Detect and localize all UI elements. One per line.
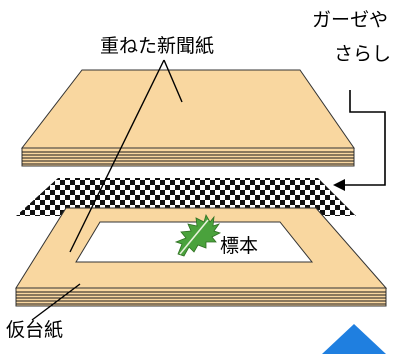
- leader-newspaper-to-bottom: [69, 59, 165, 253]
- top-stack-face: [20, 69, 355, 149]
- leader-temporary-paper: [31, 283, 81, 321]
- leader-newspaper-to-top: [163, 59, 183, 103]
- top-stack-edge-lines: [22, 151, 354, 165]
- bottom-stack-edge-lines: [16, 291, 386, 305]
- leader-lines: [31, 59, 183, 321]
- label-specimen: 標本: [220, 235, 259, 257]
- corner-blue-shape: [322, 324, 386, 354]
- label-gauze-line2: さらし: [334, 43, 392, 65]
- fern-leaf-icon: [174, 213, 222, 257]
- top-stack-edge: [21, 147, 355, 167]
- label-temporary-paper: 仮台紙: [6, 319, 64, 341]
- label-stacked-newspaper: 重ねた新聞紙: [100, 35, 215, 57]
- arrow-right-icon: [333, 179, 345, 191]
- top-newspaper-stack: [20, 69, 355, 167]
- gauze-arrow: [333, 90, 386, 191]
- label-gauze-line1: ガーゼや: [312, 9, 389, 31]
